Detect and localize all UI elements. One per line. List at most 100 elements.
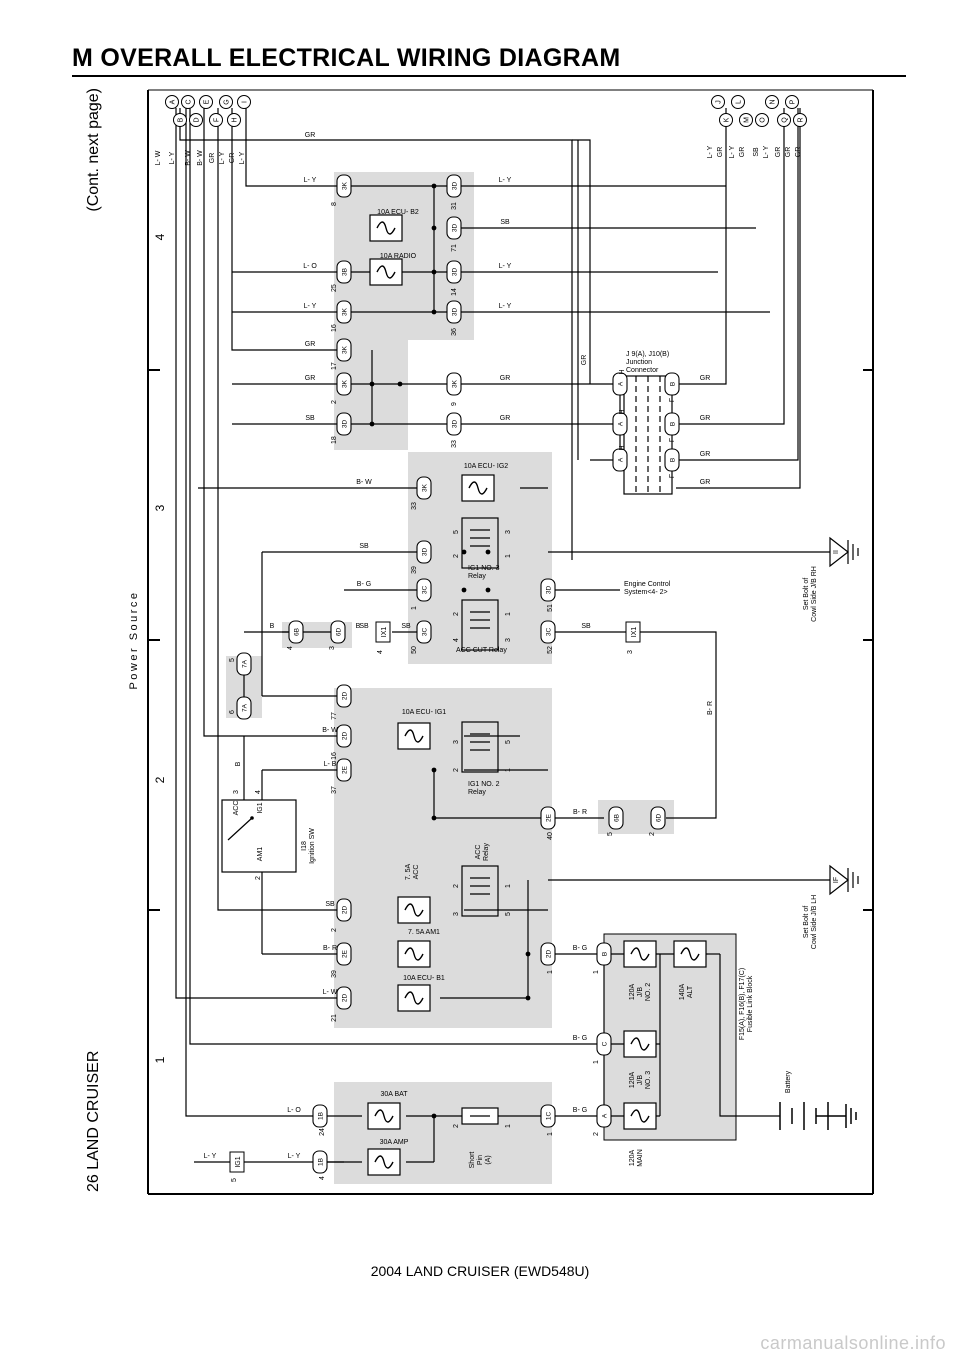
bg-wire-label: B- G [573,945,587,952]
pin-number: 24 [319,1128,326,1136]
ignition-sw-label: I18 [301,841,308,851]
junction-a-pin-code: A [618,381,625,386]
connector-letter-circle [227,113,241,127]
pin-number: 16 [331,324,338,332]
pin-number: 39 [331,970,338,978]
ignition-switch [221,799,297,873]
connector-letter-circle [711,95,725,109]
battery-label: Battery [785,1070,792,1093]
title-rule [72,75,906,77]
junction-dot [461,549,467,555]
wire-color-label: L- Y [204,1153,217,1160]
junction-wire-label: GR [700,375,711,382]
b-wire-label: B [356,623,361,630]
wire-color-label: SB [359,623,369,630]
wires [175,108,830,1163]
connector-letter-circle [785,95,799,109]
junction-dot [525,951,531,957]
relay-pin: 2 [453,612,460,616]
ecu-ig2-fuse-label: 10A ECU- IG2 [464,463,508,470]
pin-number: 1 [505,1124,512,1128]
ignition-acc-label: ACC [233,801,240,816]
pin-number: 36 [451,328,458,336]
connector-letter: H [232,117,239,122]
relays [461,517,499,917]
left-wire-color-label: GR [209,153,216,164]
acc-cut-relay-label: ACC CUT Relay [456,647,507,654]
fusible-link-connector [596,1032,612,1056]
pin-number: 18 [331,436,338,444]
wire-color-label: SB [500,219,510,226]
ig2-left-connector [416,476,432,500]
acc-fuse-label: 7. 5A [405,864,412,881]
connector-letter: M [744,117,751,123]
connector-letter: B [178,117,185,122]
relay-pin: 3 [453,740,460,744]
fusible-link-icon [673,940,707,968]
pin-number: 37 [331,786,338,794]
wire-color-label: GR [500,415,511,422]
junction-f-letter: F [669,398,676,402]
ig1-left-connector-code: 2D [342,994,349,1003]
grid-number-3: 3 [153,504,167,511]
relay-pin: 3 [453,912,460,916]
junction-dot [431,1113,437,1119]
connector-letter-circle [173,113,187,127]
br-connector [650,806,666,830]
pin-number: 25 [331,284,338,292]
wire-color-label: B- G [357,581,371,588]
ecu-b2-left-connector-code: 3D [342,420,349,429]
ecu-b2-fuse-icon [369,214,403,242]
pin-number: 39 [411,566,418,574]
engine-control-label: Engine Control [624,581,671,588]
bat-connector [312,1150,328,1174]
footer-text: 2004 LAND CRUISER (EWD548U) [370,1263,590,1279]
wire-color-label: SB [305,415,315,422]
fusible-link-icon [623,1030,657,1058]
bat-fuse-icon [367,1102,401,1130]
right-wire-color-label: GR [785,147,792,158]
ig2-left-connector [416,578,432,602]
ig1-left-connector [336,898,352,922]
pin-number: 5 [607,832,614,836]
pin-number: 1 [593,970,600,974]
relay-pin: 3 [505,638,512,642]
wire-color-label: SB [359,543,369,550]
ecu-b2-right-connector-code: 3D [452,182,459,191]
pin-number: 5 [229,658,236,662]
pin-number: 4 [287,646,294,650]
connector-7a-code: 7A [242,703,249,712]
junction-wire-label: GR [700,479,711,486]
b-wire-label: B [270,623,275,630]
wire-color-label: L- O [303,263,317,270]
fusible-block-label: F15(A), F16(B), F17(C) [739,968,746,1040]
connector-letter: J [716,100,723,104]
b-connector-code: 6B [294,628,301,636]
connector-letter-circle [719,113,733,127]
junction-b-pin-code: B [670,458,677,462]
ig2-right-connector [540,578,556,602]
fuse-rating-label: 140A [679,984,686,1001]
fusible-link-icon [623,940,657,968]
pin-number: 6 [229,710,236,714]
fuse-rating-label: NO. 2 [645,983,652,1001]
ig1-left-connector [336,942,352,966]
pin-number: 33 [411,502,418,510]
ig2-left-connector-code: 3D [422,548,429,557]
ix1-connector [375,621,391,643]
bat-connector-code: 1C [546,1112,553,1121]
pin-number: 50 [411,646,418,654]
ig2-left-connector-code: 3K [422,483,429,492]
pin-number: 1 [593,1060,600,1064]
pin-number: 51 [547,604,554,612]
junction-dot [397,381,403,387]
junction-dot [461,587,467,593]
junction-dot [525,995,531,1001]
am1-fuse-label: 7. 5A AM1 [408,929,440,936]
ig1-right-connector [540,806,556,830]
wire-color-label: L- Y [499,263,512,270]
b-connector [330,620,346,644]
b-connector-code: 6D [336,628,343,637]
pin-number: 8 [331,202,338,206]
right-wire-color-label: GR [739,147,746,158]
